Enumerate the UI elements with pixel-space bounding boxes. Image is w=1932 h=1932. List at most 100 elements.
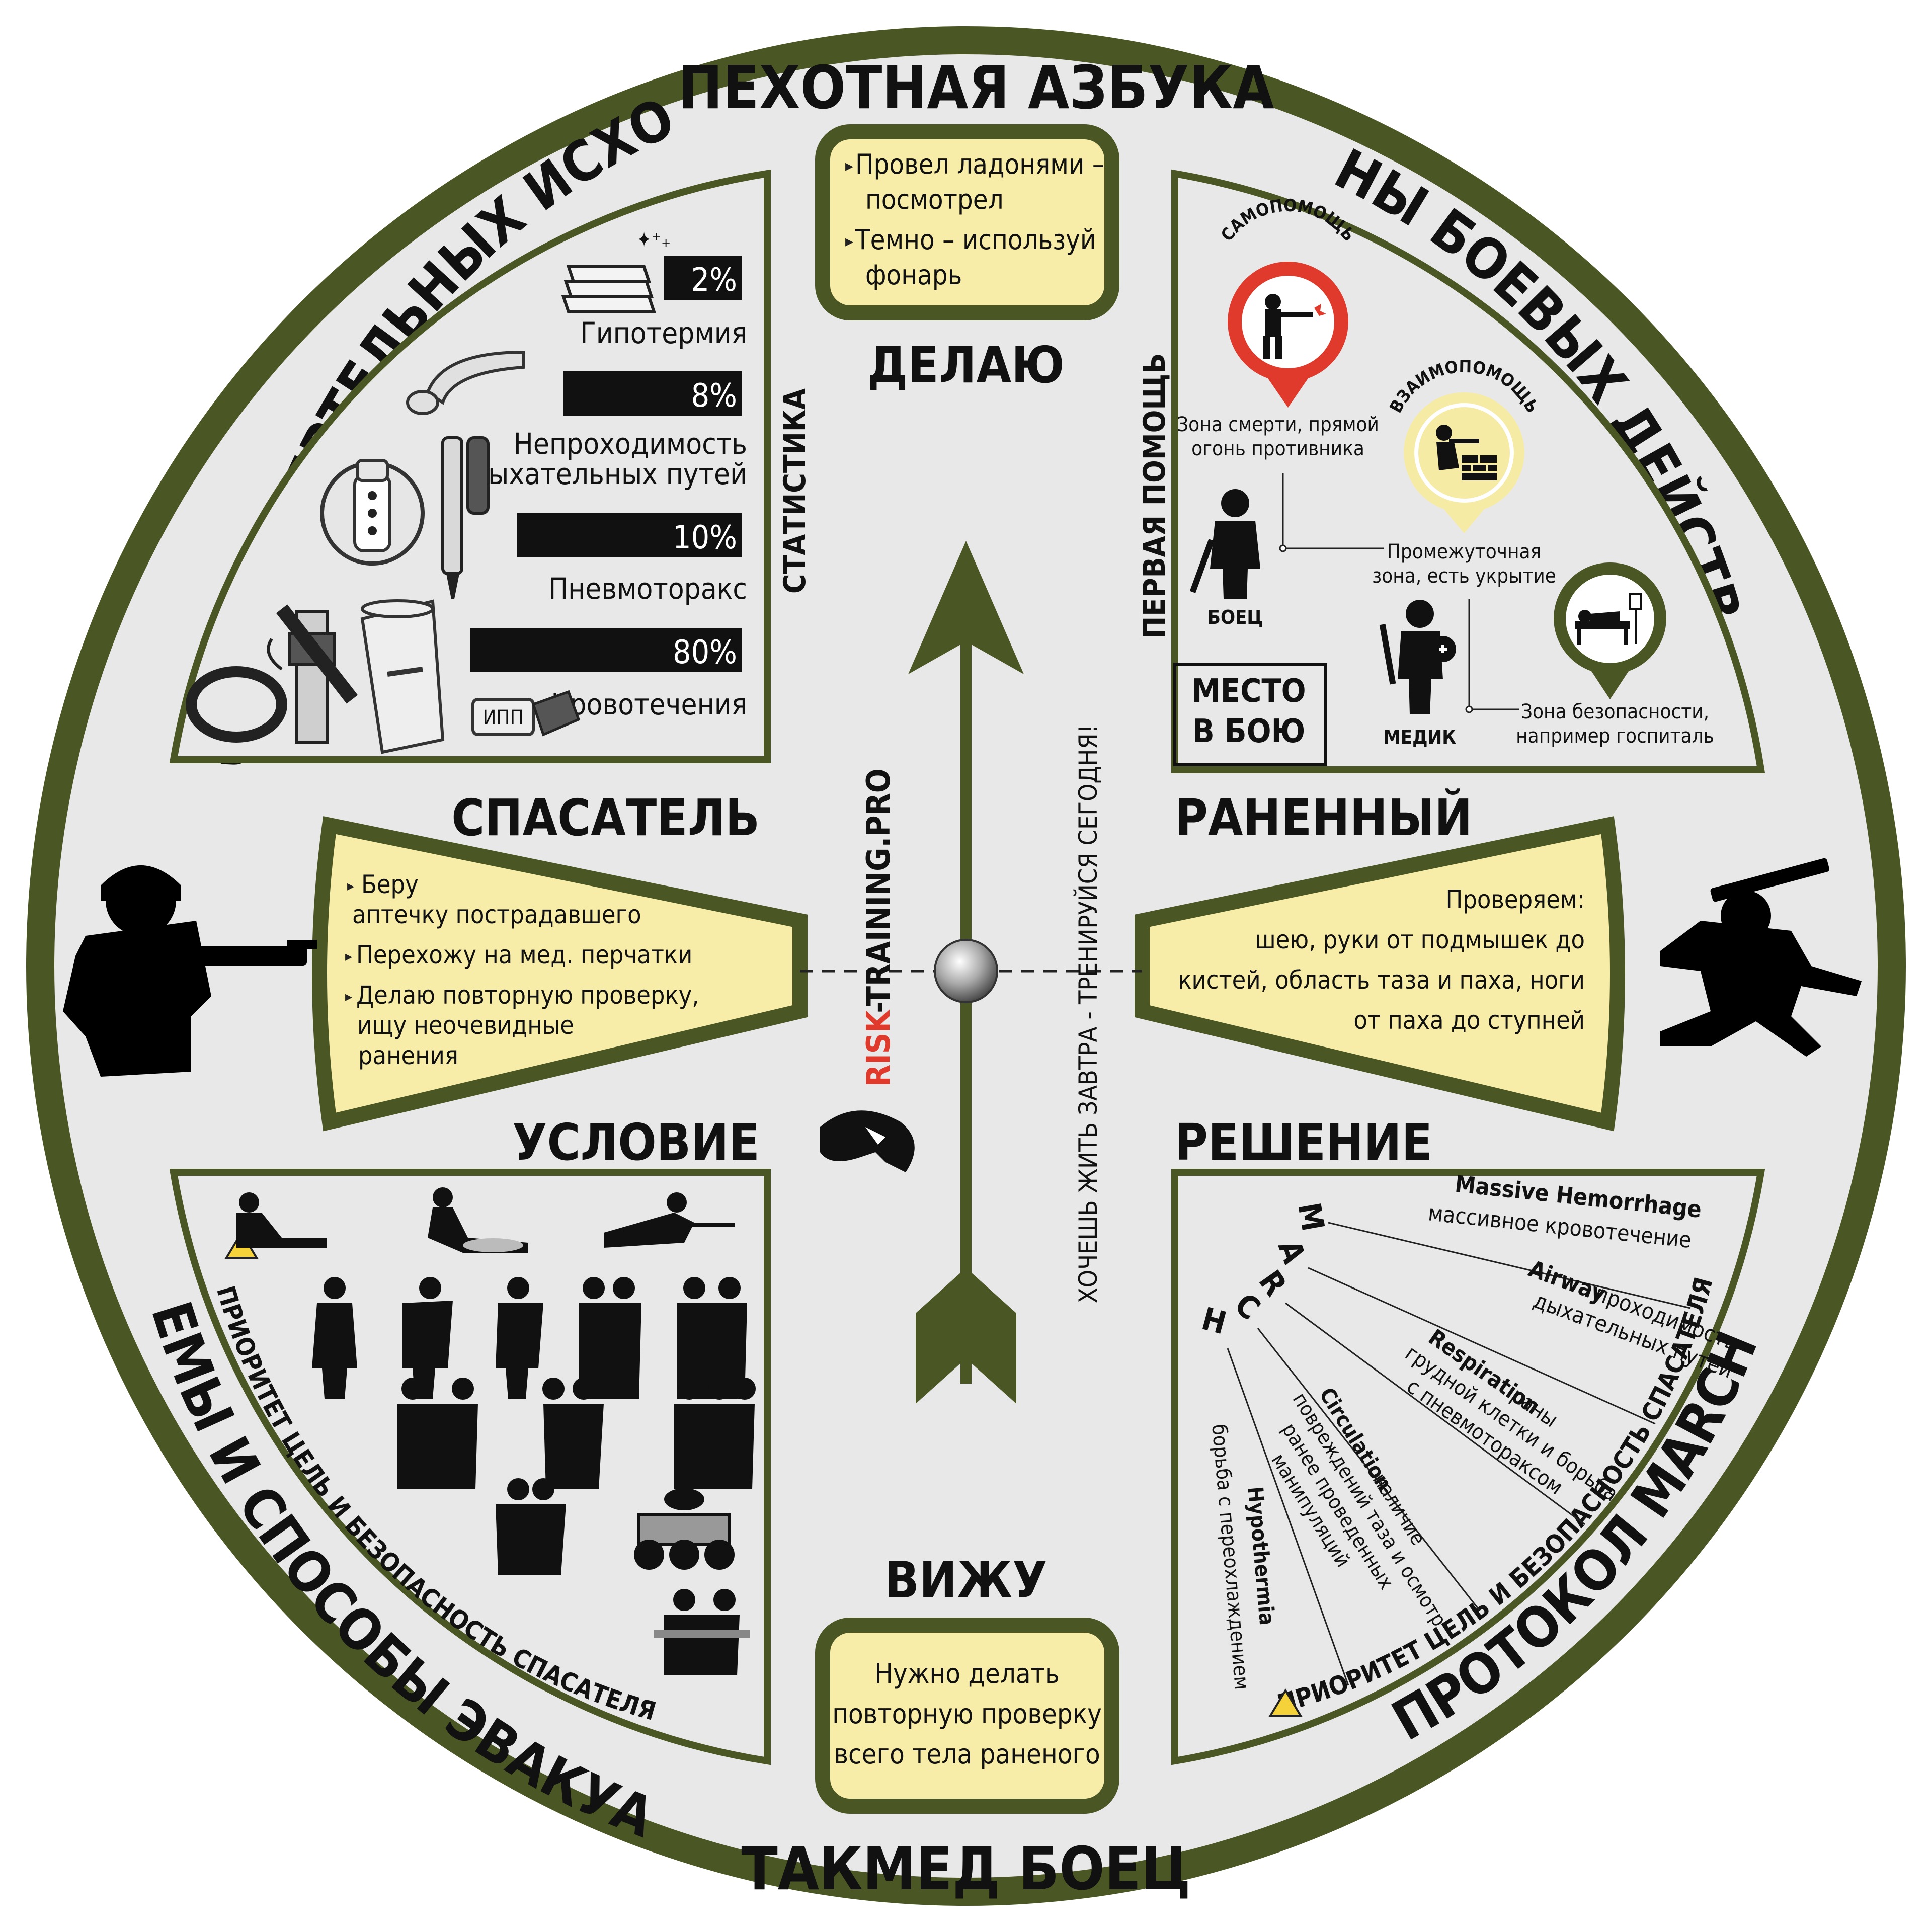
soldier-behind-cover-icon [1436,425,1497,480]
arrow-fletching [916,1268,1016,1404]
site-name: RISK-TRAINING.PRO [860,768,898,1087]
label-bleeding: Кровотечения [551,687,747,721]
bar-hypothermia-value: 2% [691,262,737,299]
rescuer-soldier-silhouette [63,865,317,1077]
bottom-box-line-2: повторную проверку [832,1698,1102,1730]
death-zone-2: огонь противника [1191,437,1364,460]
ring-title-bottom: ТАКМЕД БОЕЦ [741,1834,1190,1903]
thermal-blanket-icon: ✦⁺₊ [561,228,671,313]
prone-drag-icon [604,1192,735,1248]
top-box-line-2: посмотрел [865,184,1004,215]
rescuer-line-1: Беру [361,870,419,899]
hospital-bed-icon [1575,593,1642,645]
three-person-carry-icon [542,1378,604,1489]
team-carry-icon [496,1478,566,1575]
two-man-support-icon [677,1277,747,1399]
panel-march [1171,1169,1765,1765]
bullet-2: ▸ [845,232,853,250]
crawl-drag-icon [428,1187,528,1253]
top-box-line-4: фонарь [865,259,962,291]
splint-icon [360,599,445,754]
death-zone-1: Зона смерти, прямой [1177,413,1379,436]
ipp-label: ИПП [482,706,523,730]
shooting-soldier-icon [1263,294,1313,359]
causes-bars: 2% Гипотермия 8% Непроходимость дыхатель… [470,256,747,721]
ring-title-top: ПЕХОТНАЯ АЗБУКА [678,53,1274,122]
wounded-line-4: от паха до ступней [1353,1006,1585,1035]
bullet-r3: ▸ [345,989,352,1005]
bar-airway-value: 8% [691,377,737,415]
label-airway-1: Непроходимость [514,427,747,461]
svg-text:✦⁺₊: ✦⁺₊ [636,228,671,252]
fireman-carry-icon [312,1277,357,1399]
zone-connectors [1279,473,1519,713]
wounded-trapezoid [1135,816,1625,1132]
bullet-r2: ▸ [345,949,352,964]
zones-side-label: ПЕРВАЯ ПОМОЩЬ [1137,353,1172,639]
bullet-r1: ▸ [347,878,354,894]
helmet-logo [820,1110,915,1172]
bottom-box [815,1618,1119,1814]
motto: ХОЧЕШЬ ЖИТЬ ЗАВТРА - ТРЕНИРУЙСЯ СЕГОДНЯ! [1073,724,1103,1303]
fighter-label: БОЕЦ [1208,606,1263,628]
label-airway-2: дыхательных путей [470,457,747,491]
fighter-icon [1189,489,1260,599]
decompression-needle-icon [441,436,490,599]
rescuer-line-6: ранения [358,1041,458,1070]
place-in-battle-box [1173,663,1327,766]
rescuer-line-3: Перехожу на мед. перчатки [356,940,692,970]
bar-hypothermia [664,256,742,300]
stretcher-carry-icon [654,1589,750,1675]
rescuer-trapezoid [312,816,808,1132]
tourniquet-icon [186,604,358,744]
bandage-pack-icon: ИПП [471,690,581,737]
medic-icon [1379,600,1456,714]
label-condition: УСЛОВИЕ [512,1113,760,1172]
center-ball [934,939,998,1003]
bar-pneumothorax [517,513,742,557]
label-rescuer: СПАСАТЕЛЬ [451,788,760,847]
arrow-head [908,541,1024,674]
place-line-1: МЕСТО [1191,673,1306,710]
march-letter-m: M [1291,1200,1332,1234]
chair-carry-icon [397,1378,478,1489]
evacuation-pictograms [236,1187,756,1675]
top-box [815,124,1119,320]
bar-pneumothorax-value: 10% [673,519,737,556]
muzzle-flash-icon [1314,304,1326,316]
drag-carry-icon [236,1192,327,1248]
shoulder-carry-icon [403,1277,453,1399]
chest-seal-icon [320,459,425,566]
label-do: ДЕЛАЮ [867,336,1065,394]
label-see: ВИЖУ [884,1551,1047,1609]
wounded-soldier-silhouette [1660,858,1862,1057]
wounded-line-2: шею, руки от подмышек до [1255,925,1585,954]
airway-tube-icon [406,350,525,415]
top-box-line-3: Темно – используй [855,224,1096,256]
warning-icon-march [1268,1688,1303,1717]
bottom-box-line-3: всего тела раненого [834,1738,1100,1770]
back-carry-icon [496,1277,543,1399]
safe-zone-1: Зона безопасности, [1521,700,1709,723]
bar-bleeding [470,628,742,672]
safe-zone-pin [1554,562,1666,699]
rescuer-line-4: Делаю повторную проверку, [356,981,699,1010]
safe-zone-2: например госпиталь [1516,725,1714,748]
rescuer-line-2: аптечку пострадавшего [352,900,641,929]
label-hypothermia: Гипотермия [580,316,747,350]
bar-airway [564,371,742,416]
group-carry-icon [674,1378,756,1489]
bullet-1: ▸ [845,156,853,175]
label-decision: РЕШЕНИЕ [1175,1113,1432,1172]
rescuer-line-5: ищу неочевидные [357,1011,574,1040]
place-line-2: В БОЮ [1192,713,1305,750]
mid-zone-2: зона, есть укрытие [1372,565,1556,588]
causes-side-label: СТАТИСТИКА [777,388,813,594]
wounded-line-3: кистей, область таза и паха, ноги [1178,965,1585,995]
bottom-box-line-1: Нужно делать [874,1658,1059,1689]
label-pneumothorax: Пневмоторакс [548,572,747,606]
support-walk-icon [579,1277,641,1399]
bar-bleeding-value: 80% [673,634,737,671]
wounded-line-1: Проверяем: [1445,885,1585,914]
